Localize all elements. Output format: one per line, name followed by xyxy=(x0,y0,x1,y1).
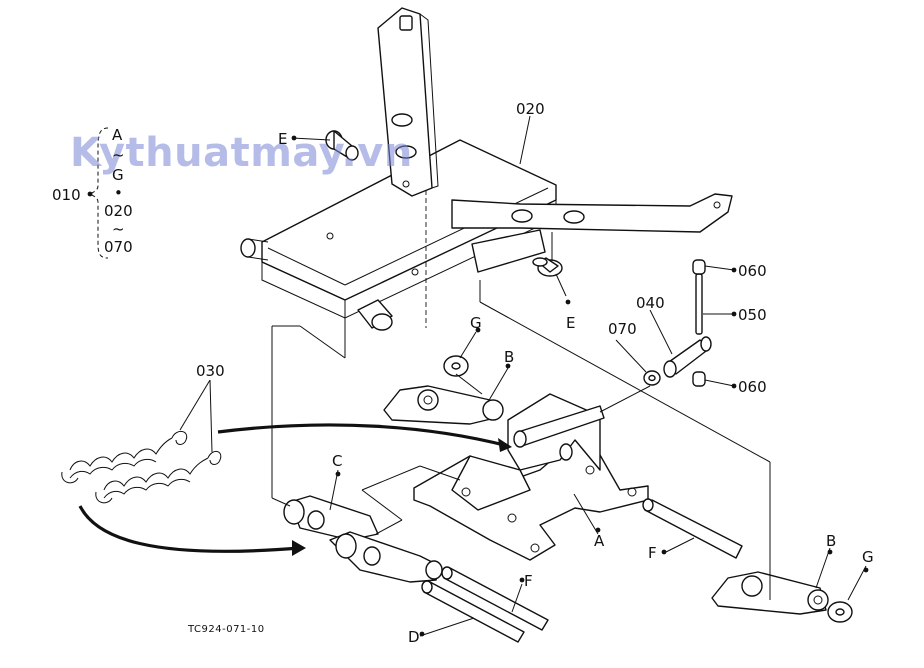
arrow-spring-upper xyxy=(217,423,509,448)
label-040: 040 xyxy=(636,294,665,312)
arm-b-lower xyxy=(711,571,829,615)
label-f-center: F xyxy=(524,572,533,590)
group-item-tilde-1: ~ xyxy=(112,146,125,164)
arrow-spring-lower xyxy=(78,505,301,553)
spring-030-upper xyxy=(61,431,188,484)
arm-b-upper xyxy=(383,385,504,425)
pin-050 xyxy=(695,273,703,335)
label-a: A xyxy=(594,532,605,550)
vertical-arm xyxy=(377,7,439,328)
rod-d xyxy=(421,580,525,643)
label-g-upper: G xyxy=(470,314,482,332)
label-010: 010 xyxy=(52,186,81,204)
group-item-020: 020 xyxy=(104,202,133,220)
horizontal-lever xyxy=(451,193,733,273)
group-item-a: A xyxy=(112,126,123,144)
arm-c xyxy=(283,495,443,583)
label-f-right: F xyxy=(648,544,657,562)
label-b-lower: B xyxy=(826,532,836,550)
label-060-top: 060 xyxy=(738,262,767,280)
pin-060-bottom xyxy=(692,371,706,387)
watermark-text: Kythuatmay.vn xyxy=(70,130,413,176)
assembly-lines xyxy=(271,232,771,600)
group-item-g: G xyxy=(112,166,124,184)
main-bracket-020 xyxy=(240,139,557,331)
group-item-dot: • xyxy=(114,184,123,202)
pin-060-top xyxy=(692,259,706,275)
group-item-tilde-2: ~ xyxy=(112,220,125,238)
arrowhead-lower xyxy=(292,540,306,556)
label-e-right: E xyxy=(566,314,575,332)
pin-e-right xyxy=(532,257,563,277)
label-050: 050 xyxy=(738,306,767,324)
label-g-lower: G xyxy=(862,548,874,566)
group-item-070: 070 xyxy=(104,238,133,256)
spring-030-lower xyxy=(95,451,222,504)
label-b-upper: B xyxy=(504,348,514,366)
label-060-bottom: 060 xyxy=(738,378,767,396)
rod-f-right xyxy=(642,498,743,559)
pivot-040 xyxy=(663,336,712,378)
label-070: 070 xyxy=(608,320,637,338)
arrows xyxy=(78,423,512,556)
washer-070 xyxy=(643,370,661,386)
leader-dots xyxy=(87,135,869,637)
label-c: C xyxy=(332,452,342,470)
rod-f-center xyxy=(441,566,549,631)
label-020: 020 xyxy=(516,100,545,118)
label-d: D xyxy=(408,628,420,646)
washer-g-lower xyxy=(827,601,853,623)
label-030: 030 xyxy=(196,362,225,380)
drawing-code: TC924-071-10 xyxy=(187,624,265,635)
arrowhead-upper xyxy=(498,438,512,452)
group-items: A ~ G • 020 ~ 070 xyxy=(104,126,133,256)
base-bracket-a xyxy=(413,393,649,561)
washer-g-upper xyxy=(443,355,469,377)
leader-lines xyxy=(88,115,867,637)
label-e-top: E xyxy=(278,130,287,148)
